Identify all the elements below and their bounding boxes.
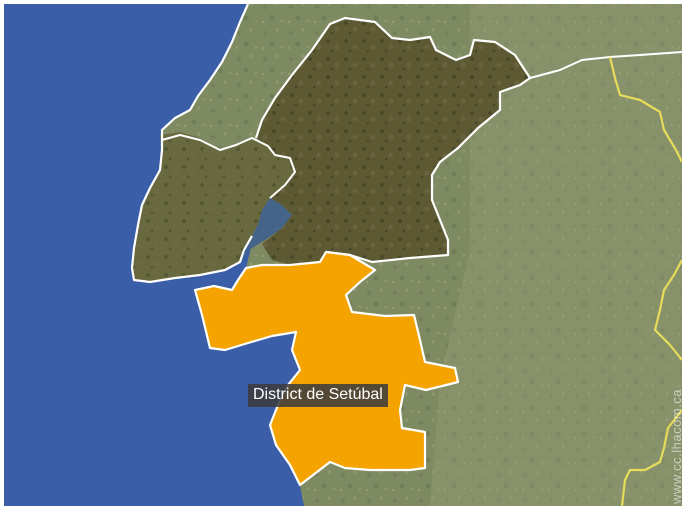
satellite-map[interactable] [4,4,682,506]
farmland-tint [430,4,682,506]
district-setubal[interactable] [193,250,460,487]
ocean[interactable] [4,4,304,506]
district-border-inner [161,134,296,199]
neighbor-district-lisboa-texture [132,132,295,282]
tagus-estuary [240,198,292,262]
district-setubal-label[interactable]: District de Setúbal [248,384,388,407]
district-border-east [529,51,682,79]
district-border-coast [130,4,253,284]
country-border [608,56,682,506]
map-credit: www.cc.lhacom.ca [669,389,684,504]
district-border-north [254,16,532,264]
neighbor-district-north-texture [256,18,530,265]
